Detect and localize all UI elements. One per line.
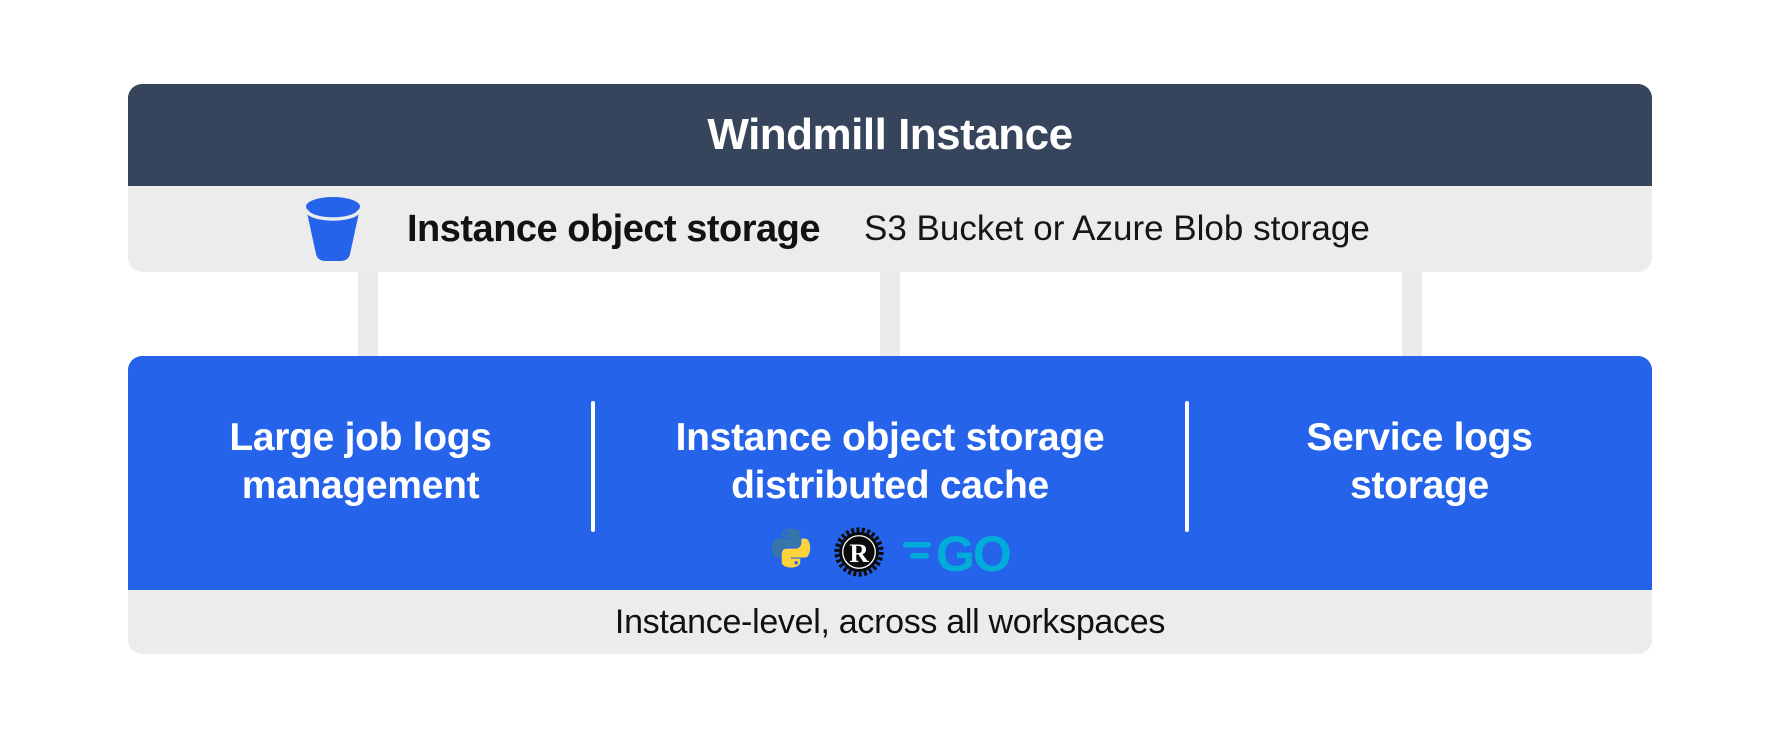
svg-text:GO: GO bbox=[936, 529, 1010, 575]
features-panel: Large job logs management Instance objec… bbox=[128, 356, 1652, 590]
storage-row-title: Instance object storage bbox=[407, 207, 820, 250]
section-label-line: Instance object storage bbox=[675, 416, 1105, 459]
rust-icon: R bbox=[834, 527, 884, 577]
windmill-instance-header: Windmill Instance bbox=[128, 84, 1652, 186]
go-icon: GO bbox=[903, 529, 1012, 575]
python-icon bbox=[771, 528, 811, 568]
section-divider bbox=[1185, 401, 1189, 532]
section-large-job-logs: Large job logs management bbox=[128, 356, 593, 590]
section-divider bbox=[591, 401, 595, 532]
section-label-line: Large job logs bbox=[229, 416, 492, 459]
footer-label: Instance-level, across all workspaces bbox=[614, 602, 1166, 641]
instance-object-storage-row: Instance object storage S3 Bucket or Azu… bbox=[128, 186, 1652, 272]
section-label-line: management bbox=[241, 464, 480, 507]
storage-row-subtitle: S3 Bucket or Azure Blob storage bbox=[863, 209, 1370, 248]
section-service-logs: Service logs storage bbox=[1187, 356, 1652, 590]
section-label-line: storage bbox=[1350, 464, 1489, 507]
bucket-icon bbox=[305, 197, 361, 261]
diagram-title: Windmill Instance bbox=[707, 110, 1073, 159]
language-icons-row: R GO bbox=[767, 526, 1013, 578]
features-sections: Large job logs management Instance objec… bbox=[128, 356, 1652, 590]
footer-bar: Instance-level, across all workspaces bbox=[128, 590, 1652, 654]
section-distributed-cache: Instance object storage distributed cach… bbox=[593, 356, 1187, 590]
section-label-line: Service logs bbox=[1306, 416, 1533, 459]
section-label-line: distributed cache bbox=[731, 464, 1049, 507]
svg-text:R: R bbox=[849, 538, 869, 568]
